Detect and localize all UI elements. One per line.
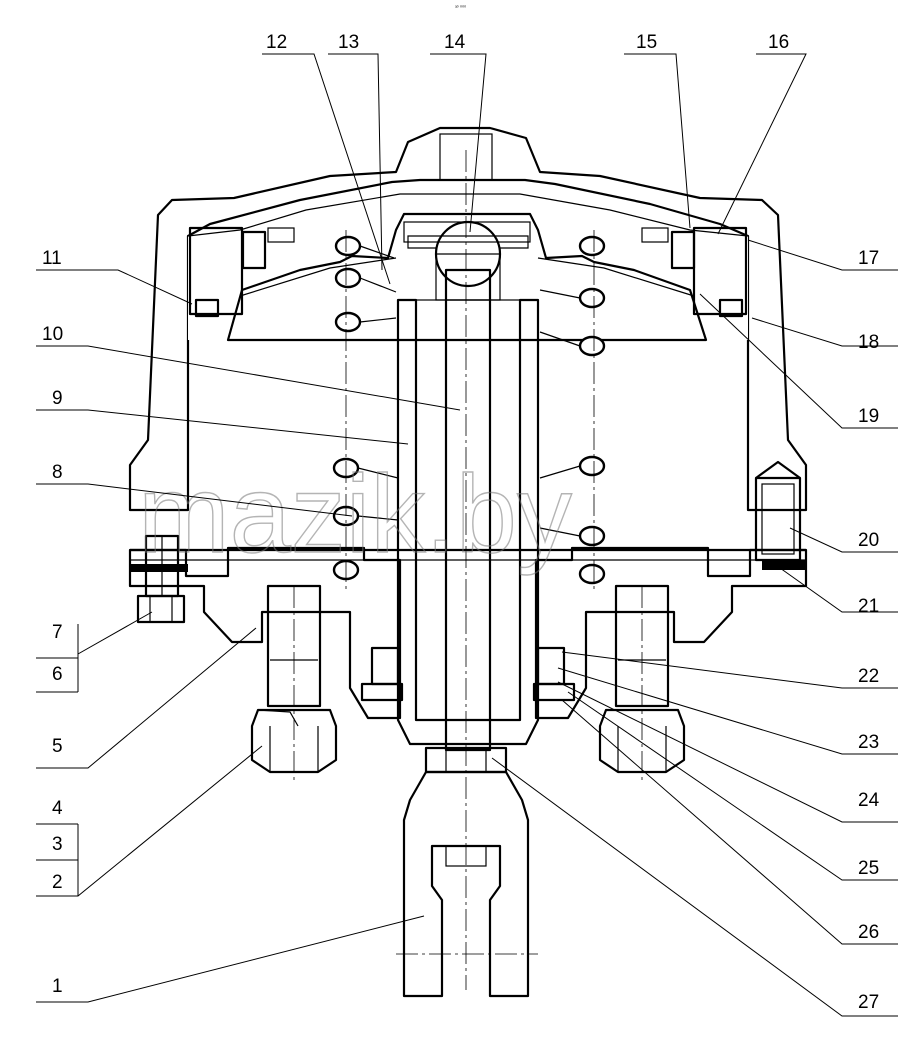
callout-3: 3 (52, 834, 63, 855)
piston-head (226, 212, 708, 342)
callout-2: 2 (52, 872, 63, 893)
right-plug (754, 460, 802, 562)
lower-body (128, 546, 808, 720)
callouts-left: 11 10 9 8 7 6 5 4 3 2 1 (42, 248, 63, 997)
leader-lines (36, 53, 898, 1017)
callout-13: 13 (338, 32, 359, 53)
callout-14: 14 (444, 32, 466, 53)
callout-19: 19 (858, 406, 879, 427)
watermark: mazik.by (138, 453, 572, 576)
clevis-fork (396, 746, 538, 998)
housing-cover (128, 126, 808, 512)
callout-6: 6 (52, 664, 63, 685)
callout-12: 12 (266, 32, 287, 53)
top-mark: ³⁰ ⁰⁰⁰ (455, 5, 466, 11)
callout-9: 9 (52, 388, 63, 409)
callout-4: 4 (52, 798, 63, 819)
left-bolt (136, 534, 186, 624)
callout-27: 27 (858, 992, 879, 1013)
callout-21: 21 (858, 596, 879, 617)
callout-25: 25 (858, 858, 879, 879)
callout-8: 8 (52, 462, 63, 483)
callout-7: 7 (52, 622, 63, 643)
callout-26: 26 (858, 922, 879, 943)
callout-20: 20 (858, 530, 879, 551)
callouts-right: 17 18 19 20 21 22 23 24 25 26 27 (858, 248, 880, 1013)
lower-left-seals (360, 646, 404, 702)
spring-right (539, 235, 606, 585)
left-seal-assembly (188, 226, 295, 318)
left-stud-nut (250, 584, 338, 780)
callouts-top: 12 13 14 15 16 (266, 32, 789, 53)
callout-17: 17 (858, 248, 879, 269)
callout-15: 15 (636, 32, 657, 53)
callout-11: 11 (42, 248, 62, 269)
callout-23: 23 (858, 732, 879, 753)
callout-22: 22 (858, 666, 879, 687)
callout-5: 5 (52, 736, 63, 757)
right-seal-assembly (641, 226, 748, 318)
callout-24: 24 (858, 790, 880, 811)
lower-right-seals (532, 646, 576, 702)
callout-16: 16 (768, 32, 789, 53)
right-stud-nut (598, 584, 686, 780)
callout-1: 1 (52, 976, 63, 997)
callout-10: 10 (42, 324, 63, 345)
ball-joint (407, 220, 529, 301)
callout-18: 18 (858, 332, 879, 353)
